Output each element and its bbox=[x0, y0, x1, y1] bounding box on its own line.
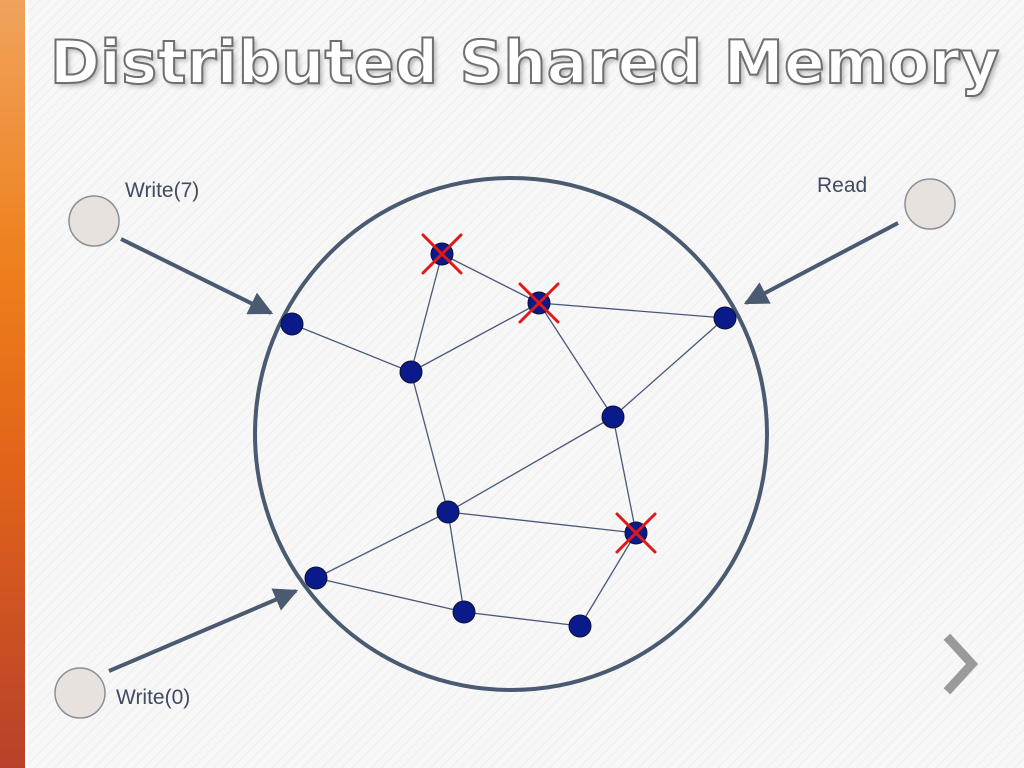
edge-n4-n6 bbox=[612, 317, 726, 418]
edge-n7-n8 bbox=[447, 511, 637, 534]
edge-n10-n11 bbox=[463, 611, 581, 627]
edge-n5-n2 bbox=[410, 253, 443, 373]
memory-node-n1 bbox=[280, 312, 304, 336]
client-write0-process bbox=[54, 667, 106, 719]
client-read-label: Read bbox=[817, 174, 867, 197]
failure-x-n3-2 bbox=[518, 282, 560, 324]
node-group bbox=[280, 242, 737, 638]
client-write7-label: Write(7) bbox=[125, 179, 199, 202]
edge-n6-n7 bbox=[447, 416, 614, 513]
client-write0-label: Write(0) bbox=[116, 686, 190, 709]
failure-x-n2-2 bbox=[421, 233, 463, 275]
memory-node-n7 bbox=[436, 500, 460, 524]
memory-node-n5 bbox=[399, 360, 423, 384]
edge-n3-n4 bbox=[538, 302, 726, 319]
memory-node-n10 bbox=[452, 600, 476, 624]
edge-n3-n6 bbox=[538, 302, 614, 418]
edge-n11-n8 bbox=[579, 532, 637, 627]
edge-group bbox=[291, 253, 726, 627]
slide-title: Distributed Shared Memory bbox=[49, 27, 1000, 99]
edge-n1-n5 bbox=[291, 323, 412, 373]
chevron-right-icon[interactable] bbox=[936, 630, 986, 700]
write0-arrow bbox=[108, 588, 299, 673]
edge-n2-n3 bbox=[441, 253, 540, 304]
memory-node-n9 bbox=[304, 566, 328, 590]
write7-arrow bbox=[120, 237, 274, 315]
failure-x-n8-2 bbox=[615, 512, 657, 554]
edge-n6-n8 bbox=[612, 416, 637, 534]
memory-node-n4 bbox=[713, 306, 737, 330]
memory-node-n6 bbox=[601, 405, 625, 429]
client-read-process bbox=[904, 178, 956, 230]
edge-n9-n10 bbox=[315, 577, 465, 613]
edge-n5-n3 bbox=[410, 302, 540, 373]
edge-n7-n10 bbox=[447, 511, 465, 613]
failure-mark-group bbox=[421, 233, 657, 554]
slide-side-bar bbox=[0, 0, 25, 768]
slide-side-bar-edge bbox=[25, 0, 28, 768]
read-arrow bbox=[743, 221, 899, 305]
client-write7-process bbox=[68, 195, 120, 247]
memory-node-n11 bbox=[568, 614, 592, 638]
edge-n5-n7 bbox=[410, 371, 449, 513]
edge-n7-n9 bbox=[315, 511, 449, 579]
shared-memory-boundary bbox=[253, 176, 769, 692]
